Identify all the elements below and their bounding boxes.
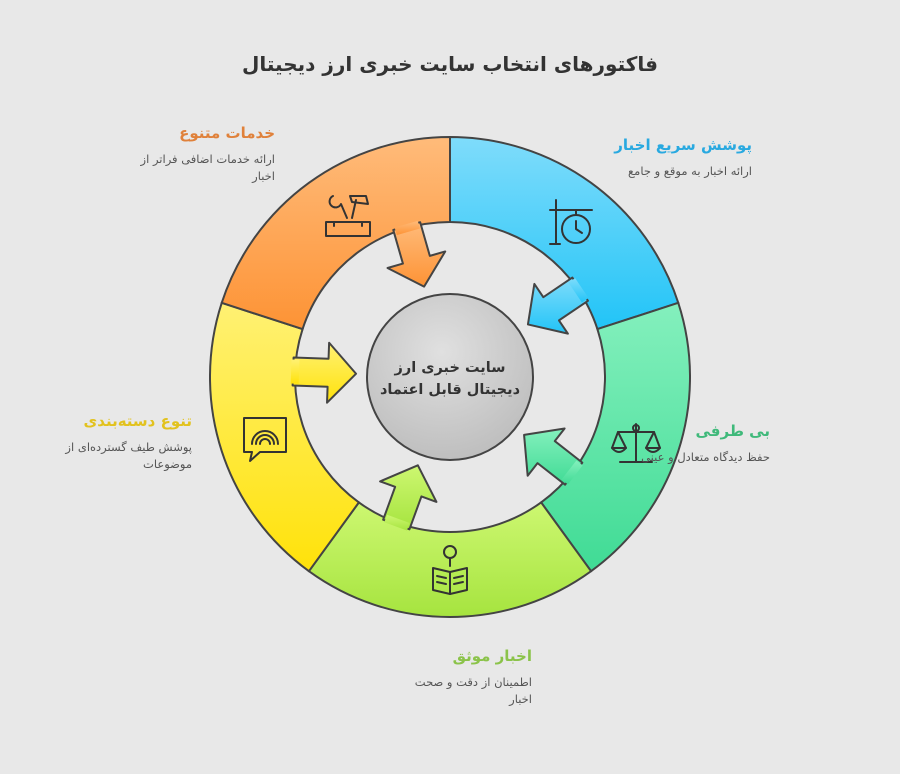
factor-fast-coverage: پوشش سریع اخبار ارائه اخبار به موقع و جا… [552, 136, 752, 180]
center-circle [366, 293, 534, 461]
segment-diverse-services-arrow [386, 221, 447, 288]
segment-category-variety [209, 301, 361, 573]
segment-category-variety-arrow [291, 341, 358, 404]
factor-description: ارائه خدمات اضافی فراتر از اخبار [140, 152, 275, 183]
segment-reliable-news-seam [384, 514, 410, 531]
segment-fast-coverage-arrow [526, 276, 589, 335]
factor-description: حفظ دیدگاه متعادل و عینی [641, 450, 770, 464]
factor-diverse-services: خدمات متنوع ارائه خدمات اضافی فراتر از ا… [115, 124, 275, 185]
factor-title: پوشش سریع اخبار [614, 136, 752, 154]
segment-category-variety-seam [290, 359, 300, 384]
center-label: سایت خبری ارز دیجیتال قابل اعتماد [372, 357, 528, 401]
balance-scale-icon [611, 423, 661, 463]
clock-sign-icon [549, 199, 593, 245]
factor-title: اخبار موثق [452, 647, 532, 665]
center-label-line1: سایت خبری ارز [394, 360, 506, 376]
factor-description: اطمینان از دقت و صحت اخبار [414, 675, 532, 706]
factor-title: تنوع دسته‌بندی [83, 412, 192, 430]
broadcast-chat-icon [243, 417, 287, 462]
toolbox-icon [325, 195, 371, 237]
factor-neutrality: بی طرفی حفظ دیدگاه متعادل و عینی [570, 422, 770, 466]
factor-reliable-news: اخبار موثق اطمینان از دقت و صحت اخبار [392, 647, 532, 708]
segment-reliable-news-arrow [379, 464, 438, 531]
factor-title: خدمات متنوع [179, 124, 275, 142]
segment-neutrality-arrow [523, 427, 584, 486]
factor-title: بی طرفی [695, 422, 771, 440]
center-node [366, 293, 534, 461]
segment-fast-coverage-seam [568, 278, 589, 303]
segment-fast-coverage [449, 135, 680, 331]
segment-diverse-services-seam [394, 220, 420, 236]
factor-category-variety: تنوع دسته‌بندی پوشش طیف گسترده‌ای از موض… [52, 412, 192, 473]
segment-neutrality-seam [561, 460, 583, 485]
factor-description: ارائه اخبار به موقع و جامع [628, 164, 752, 178]
segment-diverse-services [220, 135, 451, 331]
reading-news-icon [432, 545, 468, 595]
center-label-line2: دیجیتال قابل اعتماد [379, 382, 521, 398]
factor-description: پوشش طیف گسترده‌ای از موضوعات [65, 440, 192, 471]
diagram-title: فاکتورهای انتخاب سایت خبری ارز دیجیتال [242, 52, 658, 76]
